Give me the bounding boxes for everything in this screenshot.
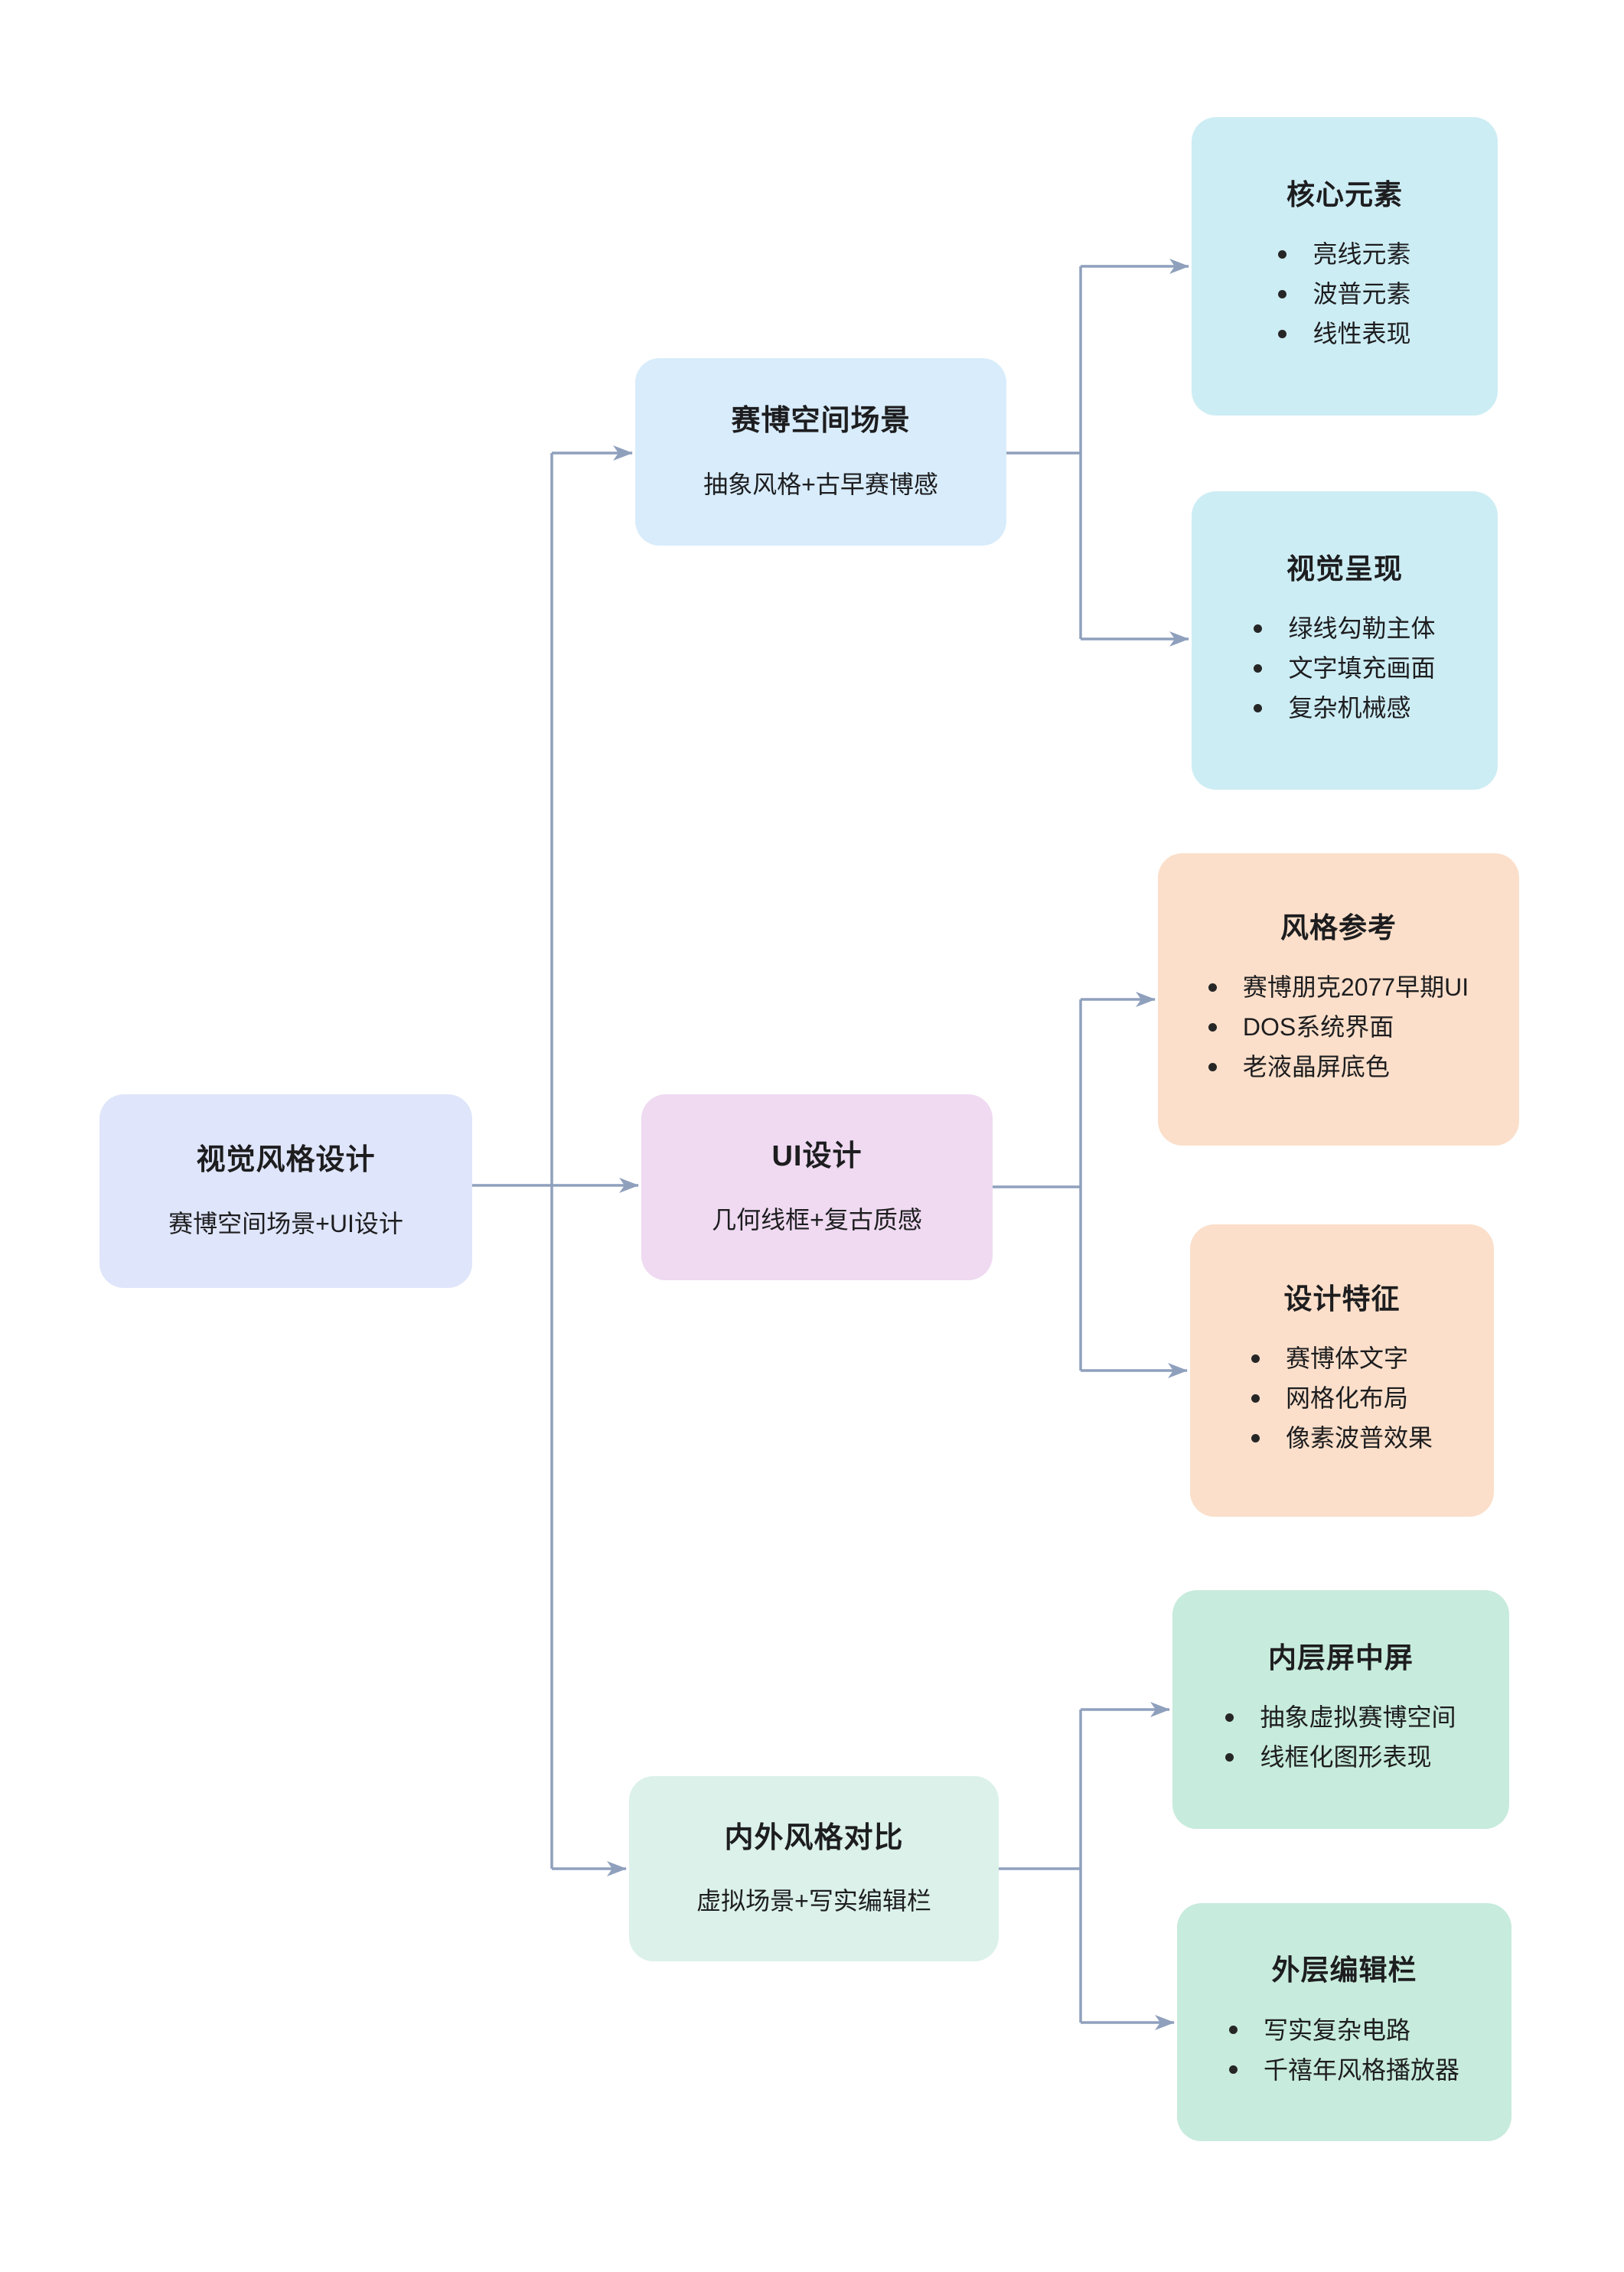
bullet-dot-icon — [1228, 2026, 1238, 2035]
list-item: 亮线元素 — [1278, 234, 1411, 274]
bullet-dot-icon — [1208, 983, 1217, 992]
list-item-label: 复杂机械感 — [1288, 694, 1411, 722]
leaf-node-core-elements[interactable]: 核心元素 亮线元素 波普元素 线性表现 — [1192, 117, 1498, 416]
bullet-dot-icon — [1208, 1022, 1217, 1032]
list-item: 像素波普效果 — [1251, 1418, 1433, 1458]
leaf-node-title: 内层屏中屏 — [1268, 1641, 1414, 1674]
bullet-dot-icon — [1251, 1394, 1260, 1403]
list-item-label: DOS系统界面 — [1242, 1013, 1394, 1041]
list-item: 复杂机械感 — [1254, 688, 1435, 728]
leaf-node-item-list: 亮线元素 波普元素 线性表现 — [1278, 234, 1411, 354]
list-item: 绿线勾勒主体 — [1254, 608, 1436, 648]
list-item-label: 赛博体文字 — [1285, 1345, 1408, 1373]
list-item-label: 文字填充画面 — [1288, 654, 1436, 683]
bullet-dot-icon — [1254, 663, 1263, 673]
branch-node-subtitle: 虚拟场景+写实编辑栏 — [696, 1887, 931, 1915]
leaf-node-item-list: 抽象虚拟赛博空间 线框化图形表现 — [1225, 1697, 1456, 1777]
list-item-label: 亮线元素 — [1313, 240, 1411, 269]
bullet-dot-icon — [1254, 624, 1263, 633]
bullet-dot-icon — [1208, 1062, 1217, 1071]
leaf-node-item-list: 赛博朋克2077早期UI DOS系统界面 老液晶屏底色 — [1208, 967, 1469, 1087]
list-item-label: 像素波普效果 — [1285, 1424, 1433, 1452]
branch-node-ui-design[interactable]: UI设计 几何线框+复古质感 — [641, 1094, 993, 1280]
list-item: 千禧年风格播放器 — [1228, 2050, 1459, 2090]
leaf-node-inner-screen[interactable]: 内层屏中屏 抽象虚拟赛博空间 线框化图形表现 — [1172, 1590, 1509, 1829]
branch-node-title: 内外风格对比 — [724, 1821, 904, 1854]
leaf-node-item-list: 赛博体文字 网格化布局 像素波普效果 — [1251, 1338, 1433, 1458]
list-item: 线性表现 — [1278, 314, 1411, 354]
list-item-label: 网格化布局 — [1285, 1384, 1408, 1413]
leaf-node-item-list: 绿线勾勒主体 文字填充画面 复杂机械感 — [1254, 608, 1436, 728]
bullet-dot-icon — [1254, 703, 1263, 712]
leaf-node-title: 核心元素 — [1286, 178, 1403, 210]
branch-node-cyber-scene[interactable]: 赛博空间场景 抽象风格+古早赛博感 — [635, 358, 1006, 546]
branch-node-subtitle: 抽象风格+古早赛博感 — [703, 470, 938, 498]
bullet-dot-icon — [1251, 1433, 1260, 1442]
bullet-dot-icon — [1278, 289, 1287, 298]
bullet-dot-icon — [1251, 1354, 1260, 1363]
list-item: 网格化布局 — [1251, 1378, 1433, 1418]
bullet-dot-icon — [1225, 1752, 1234, 1762]
bullet-dot-icon — [1228, 2065, 1238, 2075]
bullet-dot-icon — [1225, 1713, 1234, 1722]
list-item: 赛博体文字 — [1251, 1338, 1433, 1378]
list-item: 抽象虚拟赛博空间 — [1225, 1697, 1456, 1737]
branch-node-title: 赛博空间场景 — [731, 405, 911, 438]
root-node-subtitle: 赛博空间场景+UI设计 — [168, 1209, 403, 1237]
branch-node-title: UI设计 — [771, 1140, 863, 1173]
leaf-node-title: 外层编辑栏 — [1271, 1954, 1417, 1987]
list-item-label: 抽象虚拟赛博空间 — [1260, 1703, 1456, 1732]
list-item: 老液晶屏底色 — [1208, 1047, 1469, 1087]
list-item-label: 波普元素 — [1313, 280, 1411, 308]
branch-node-style-contrast[interactable]: 内外风格对比 虚拟场景+写实编辑栏 — [629, 1776, 999, 1961]
list-item-label: 线框化图形表现 — [1260, 1743, 1432, 1772]
list-item: 波普元素 — [1278, 274, 1411, 314]
list-item-label: 线性表现 — [1313, 320, 1411, 348]
list-item: 赛博朋克2077早期UI — [1208, 967, 1469, 1007]
leaf-node-outer-editor[interactable]: 外层编辑栏 写实复杂电路 千禧年风格播放器 — [1177, 1903, 1511, 2141]
root-node-title: 视觉风格设计 — [196, 1144, 376, 1177]
leaf-node-style-reference[interactable]: 风格参考 赛博朋克2077早期UI DOS系统界面 老液晶屏底色 — [1158, 853, 1519, 1146]
bullet-dot-icon — [1278, 329, 1287, 338]
leaf-node-visual-presentation[interactable]: 视觉呈现 绿线勾勒主体 文字填充画面 复杂机械感 — [1192, 491, 1498, 790]
root-node[interactable]: 视觉风格设计 赛博空间场景+UI设计 — [99, 1094, 472, 1288]
leaf-node-item-list: 写实复杂电路 千禧年风格播放器 — [1228, 2010, 1459, 2090]
list-item-label: 千禧年风格播放器 — [1263, 2055, 1459, 2084]
bullet-dot-icon — [1278, 249, 1287, 259]
list-item: 线框化图形表现 — [1225, 1737, 1456, 1777]
list-item: DOS系统界面 — [1208, 1007, 1469, 1047]
list-item: 写实复杂电路 — [1228, 2010, 1459, 2050]
leaf-node-title: 视觉呈现 — [1286, 553, 1403, 585]
list-item: 文字填充画面 — [1254, 648, 1436, 688]
branch-node-subtitle: 几何线框+复古质感 — [712, 1205, 922, 1234]
leaf-node-title: 风格参考 — [1280, 911, 1397, 944]
list-item-label: 绿线勾勒主体 — [1288, 614, 1436, 643]
leaf-node-title: 设计特征 — [1283, 1283, 1401, 1315]
list-item-label: 老液晶屏底色 — [1242, 1053, 1390, 1081]
list-item-label: 写实复杂电路 — [1263, 2016, 1410, 2044]
leaf-node-design-features[interactable]: 设计特征 赛博体文字 网格化布局 像素波普效果 — [1190, 1224, 1494, 1517]
list-item-label: 赛博朋克2077早期UI — [1242, 973, 1469, 1002]
